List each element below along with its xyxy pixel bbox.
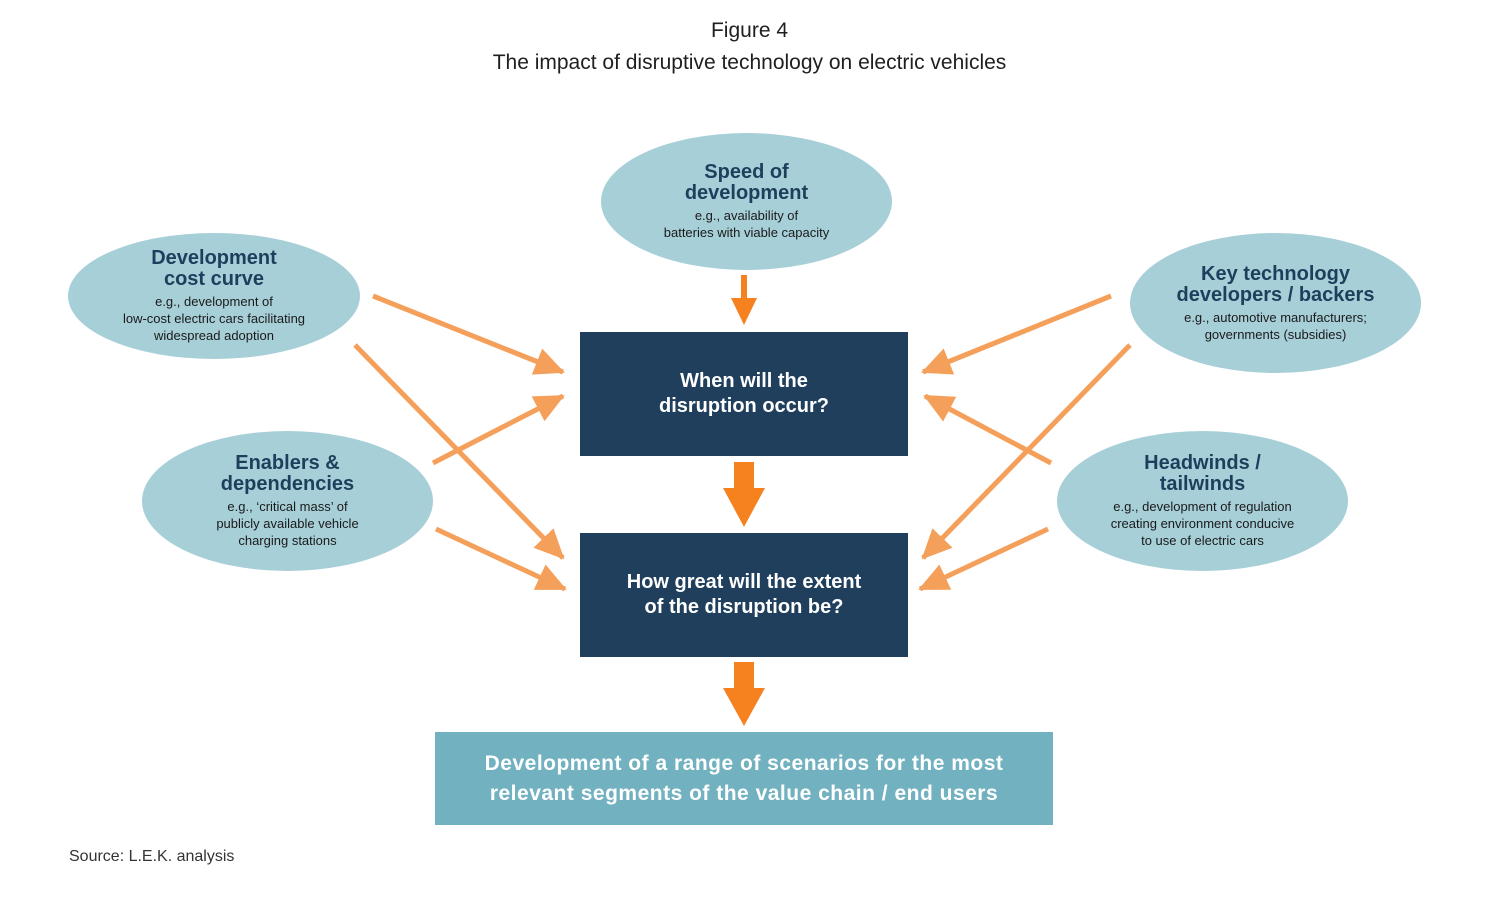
factor-heading: Key technology developers / backers (1176, 262, 1375, 306)
arrow-enablers-to-extent (434, 526, 567, 592)
factor-example: e.g., automotive manufacturers; governme… (1184, 309, 1367, 342)
factor-enablers-dependencies: Enablers & dependencies e.g., ‘critical … (142, 431, 433, 571)
question-when: When will the disruption occur? (580, 332, 908, 456)
factor-heading: Development cost curve (151, 247, 277, 290)
arrow-when-to-extent (723, 462, 765, 527)
factor-example: e.g., development of low-cost electric c… (122, 294, 306, 343)
factor-heading: Speed of development (684, 161, 809, 204)
factor-example: e.g., development of regulation creating… (1110, 499, 1295, 548)
factor-heading: Headwinds / tailwinds (1144, 452, 1261, 495)
factor-example: e.g., availability of batteries with via… (663, 208, 830, 240)
arrow-speed-to-when (731, 275, 757, 325)
factor-heading: Enablers & dependencies (220, 452, 355, 495)
arrow-cost-to-when (372, 293, 565, 375)
factor-speed-of-development: Speed of development e.g., availability … (601, 133, 892, 270)
arrow-headwinds-to-when (923, 393, 1053, 466)
source-note: Source: L.E.K. analysis (69, 848, 235, 865)
arrow-extent-to-outcome (723, 662, 765, 726)
factor-headwinds-tailwinds: Headwinds / tailwinds e.g., development … (1057, 431, 1348, 571)
arrow-enablers-to-when (431, 393, 565, 466)
factor-development-cost-curve: Development cost curve e.g., development… (68, 233, 360, 359)
factor-example: e.g., ‘critical mass’ of publicly availa… (216, 499, 359, 548)
arrow-headwinds-to-extent (918, 526, 1050, 592)
outcome-box: Development of a range of scenarios for … (435, 732, 1053, 825)
factor-key-technology-developers: Key technology developers / backers e.g.… (1130, 233, 1421, 373)
arrow-keytech-to-when (921, 293, 1112, 375)
figure-title: The impact of disruptive technology on e… (492, 51, 1007, 74)
figure-number: Figure 4 (710, 19, 789, 42)
question-extent: How great will the extent of the disrupt… (580, 533, 908, 657)
